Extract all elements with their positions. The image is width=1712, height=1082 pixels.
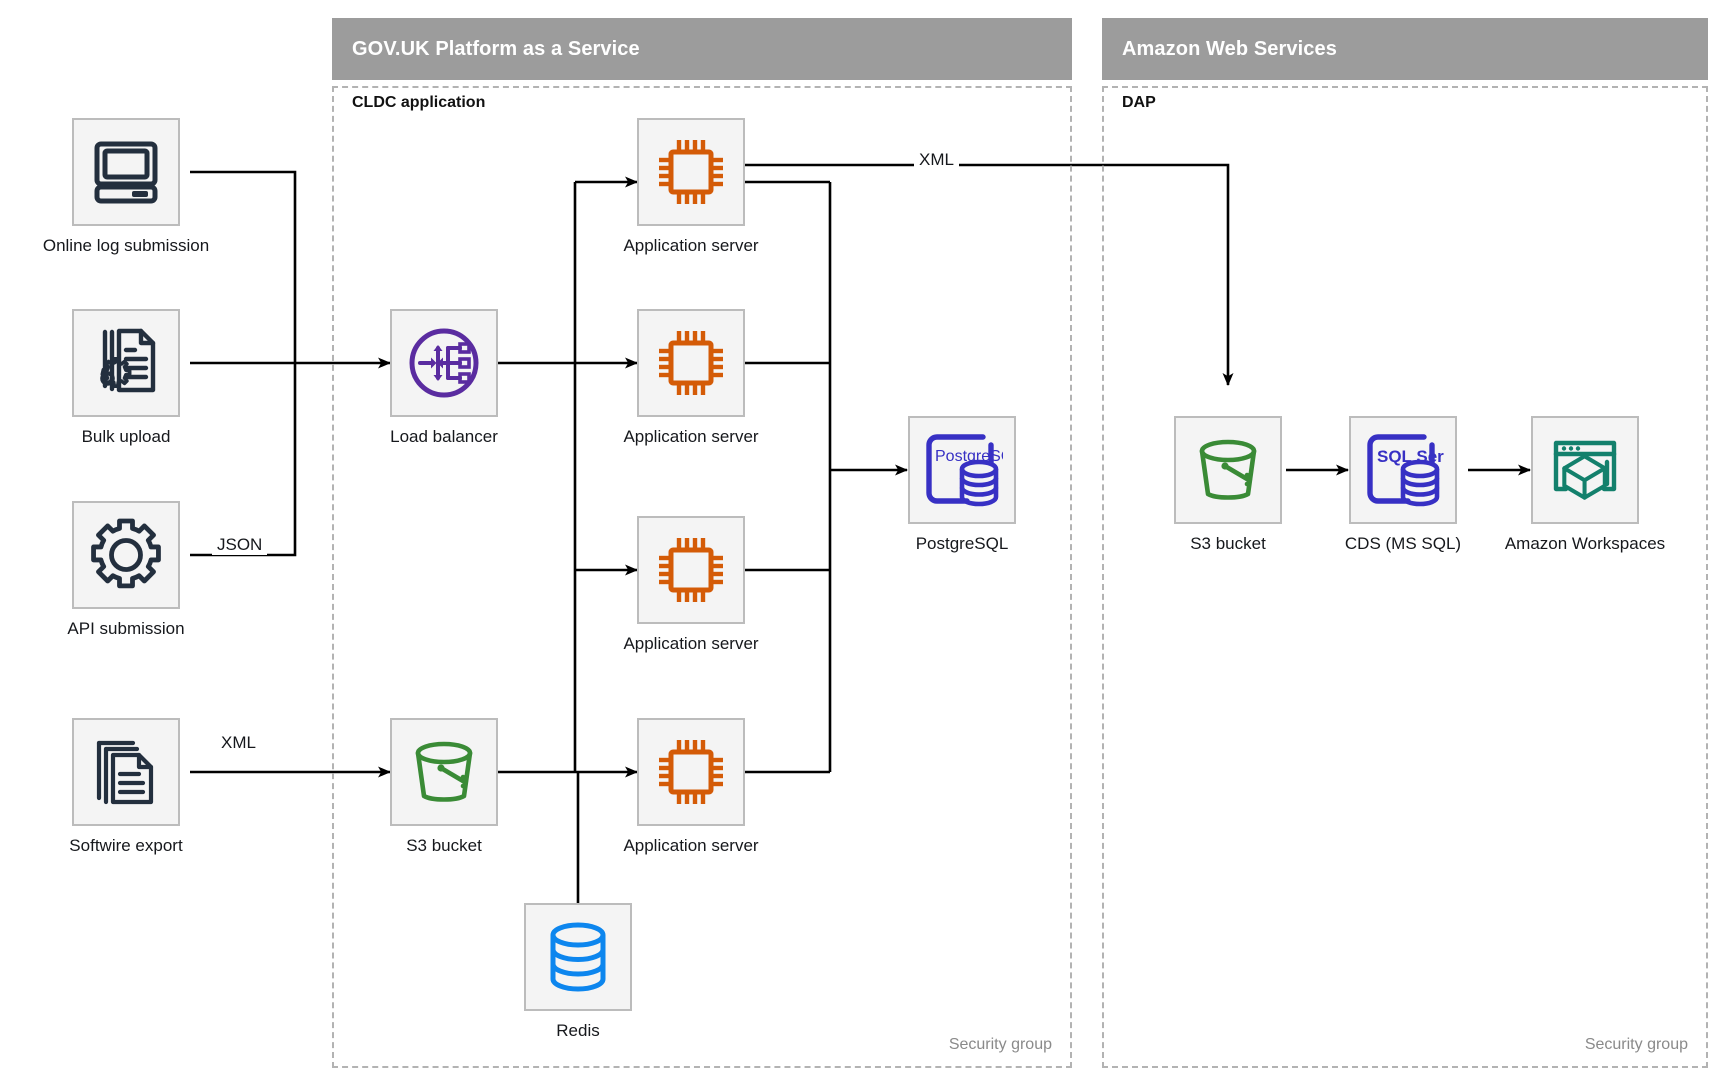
node-tile[interactable] xyxy=(637,516,745,624)
node-caption: Application server xyxy=(623,427,759,446)
node-application-server-4[interactable]: Application server xyxy=(623,718,759,855)
node-online-log-submission[interactable]: Online log submission xyxy=(43,118,209,255)
s3-bucket-icon xyxy=(405,733,483,811)
node-caption: PostgreSQL xyxy=(915,534,1009,553)
node-api-submission[interactable]: API submission xyxy=(67,501,185,638)
node-cds-ms-sql[interactable]: SQL Server CDS (MS SQL) xyxy=(1345,416,1461,553)
cpu-chip-icon xyxy=(653,734,729,810)
node-application-server-2[interactable]: Application server xyxy=(623,309,759,446)
node-caption: S3 bucket xyxy=(406,836,482,855)
node-caption: Online log submission xyxy=(42,236,210,255)
cpu-chip-icon xyxy=(653,325,729,401)
postgresql-icon: PostgreSQL xyxy=(921,429,1003,511)
gear-icon xyxy=(87,516,165,594)
node-tile[interactable] xyxy=(72,718,180,826)
edge-label-xml-top: XML xyxy=(914,150,959,170)
node-tile[interactable] xyxy=(1531,416,1639,524)
node-caption: Application server xyxy=(623,236,759,255)
edge-label-xml-left: XML xyxy=(216,733,261,753)
cpu-chip-icon xyxy=(653,532,729,608)
node-tile[interactable] xyxy=(637,118,745,226)
node-tile[interactable] xyxy=(524,903,632,1011)
node-tile[interactable] xyxy=(390,309,498,417)
amazon-workspaces-icon xyxy=(1545,430,1625,510)
node-caption: Amazon Workspaces xyxy=(1504,534,1666,553)
s3-bucket-icon xyxy=(1189,431,1267,509)
node-caption: Load balancer xyxy=(390,427,498,446)
node-bulk-upload[interactable]: Bulk upload xyxy=(72,309,180,446)
node-tile[interactable] xyxy=(72,118,180,226)
node-s3-bucket-aws[interactable]: S3 bucket xyxy=(1174,416,1282,553)
node-tile[interactable] xyxy=(72,501,180,609)
cpu-chip-icon xyxy=(653,134,729,210)
node-caption: S3 bucket xyxy=(1190,534,1266,553)
node-tile[interactable]: SQL Server xyxy=(1349,416,1457,524)
node-tile[interactable]: PostgreSQL xyxy=(908,416,1016,524)
node-caption: API submission xyxy=(67,619,185,638)
zone-title-paas: GOV.UK Platform as a Service xyxy=(352,37,640,60)
sql-server-icon: SQL Server xyxy=(1362,429,1444,511)
node-caption: CDS (MS SQL) xyxy=(1344,534,1462,553)
node-caption: Application server xyxy=(623,836,759,855)
node-tile[interactable] xyxy=(637,309,745,417)
node-caption: Application server xyxy=(623,634,759,653)
desktop-computer-icon xyxy=(89,135,163,209)
zone-sublabel-cldc: CLDC application xyxy=(352,94,486,111)
node-softwire-export[interactable]: Softwire export xyxy=(69,718,183,855)
node-application-server-1[interactable]: Application server xyxy=(623,118,759,255)
zone-sublabel-dap: DAP xyxy=(1122,94,1156,111)
node-load-balancer[interactable]: Load balancer xyxy=(390,309,498,446)
node-postgresql[interactable]: PostgreSQL PostgreSQL xyxy=(908,416,1016,553)
node-tile[interactable] xyxy=(637,718,745,826)
node-caption: Softwire export xyxy=(69,836,183,855)
node-redis[interactable]: Redis xyxy=(524,903,632,1040)
node-tile[interactable] xyxy=(390,718,498,826)
document-gear-icon xyxy=(89,326,163,400)
security-group-label-paas: Security group xyxy=(948,1036,1052,1053)
zone-header-paas: GOV.UK Platform as a Service xyxy=(332,18,1072,80)
node-caption: Redis xyxy=(556,1021,600,1040)
node-s3-bucket-paas[interactable]: S3 bucket xyxy=(390,718,498,855)
node-caption: Bulk upload xyxy=(81,427,171,446)
document-stack-icon xyxy=(89,735,163,809)
zone-title-aws: Amazon Web Services xyxy=(1122,37,1337,60)
node-tile[interactable] xyxy=(72,309,180,417)
zone-header-aws: Amazon Web Services xyxy=(1102,18,1708,80)
node-amazon-workspaces[interactable]: Amazon Workspaces xyxy=(1505,416,1665,553)
zone-box-paas xyxy=(332,86,1072,1068)
node-tile[interactable] xyxy=(1174,416,1282,524)
security-group-label-aws: Security group xyxy=(1584,1036,1688,1053)
load-balancer-icon xyxy=(402,321,486,405)
edge-label-json: JSON xyxy=(212,535,268,555)
node-application-server-3[interactable]: Application server xyxy=(623,516,759,653)
zone-box-aws xyxy=(1102,86,1708,1068)
redis-database-icon xyxy=(545,921,611,993)
